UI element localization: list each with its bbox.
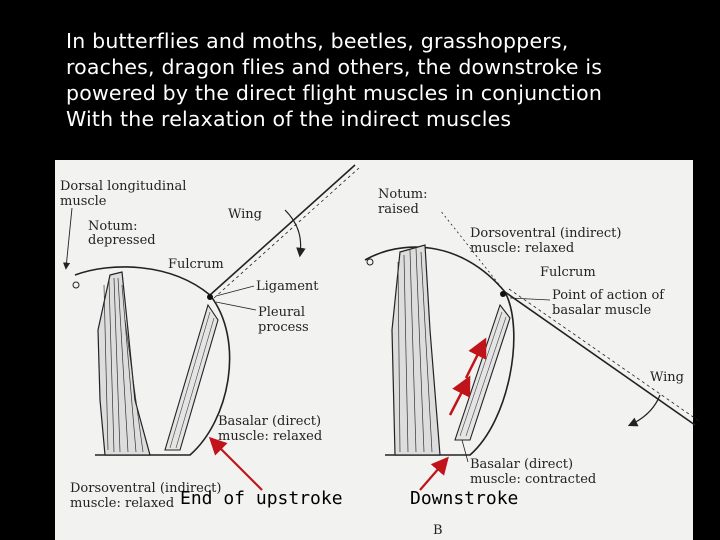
caption-line-4: With the relaxation of the indirect musc… (66, 107, 512, 131)
label-dorsal-longitudinal: Dorsal longitudinal (60, 179, 186, 194)
left-basalar-muscle (164, 303, 219, 451)
caption-line-3: powered by the direct flight muscles in … (66, 81, 603, 105)
label-wing-left: Wing (228, 207, 262, 222)
label-basalar-relaxed-2: muscle: relaxed (218, 429, 322, 444)
label-point-of-action: Point of action of (552, 288, 665, 303)
annotation-downstroke: Downstroke (410, 488, 518, 509)
right-muscle-fibers (397, 247, 433, 453)
caption: In butterflies and moths, beetles, grass… (66, 28, 706, 132)
left-fulcrum-point (207, 294, 213, 300)
left-muscle-fibers (103, 277, 144, 453)
label-point-of-action-2: basalar muscle (552, 303, 652, 318)
caption-line-2: roaches, dragon flies and others, the do… (66, 55, 603, 79)
right-wing (504, 291, 696, 426)
label-notum-raised-2: raised (378, 202, 419, 217)
label-basalar-contracted-2: muscle: contracted (470, 472, 596, 487)
left-diagram: Dorsal longitudinal muscle Notum: depres… (60, 164, 360, 511)
right-basalar-muscle (454, 303, 511, 441)
label-wing-right: Wing (650, 370, 684, 385)
right-fulcrum-point (500, 291, 506, 297)
label-basalar-contracted: Basalar (direct) (470, 457, 573, 472)
annotation-end-of-upstroke: End of upstroke (180, 488, 343, 509)
label-fulcrum-right: Fulcrum (540, 265, 596, 280)
caption-line-1: In butterflies and moths, beetles, grass… (66, 29, 569, 53)
right-basalar-fibers (459, 311, 507, 437)
red-arrow-contraction-2 (464, 337, 487, 379)
label-dorsoventral-relaxed: Dorsoventral (indirect) (70, 481, 221, 496)
red-arrow-end-of-upstroke (208, 436, 263, 491)
red-arrow-contraction-1 (448, 375, 471, 416)
left-notum-curve (74, 266, 211, 296)
label-notum-raised: Notum: (378, 187, 428, 202)
right-diagram: Notum: raised Dorsoventral (indirect) mu… (364, 187, 700, 538)
label-pleural-process: Pleural (258, 305, 305, 320)
red-arrow-downstroke (419, 456, 449, 491)
label-fulcrum-left: Fulcrum (168, 257, 224, 272)
label-dorsoventral-relaxed-2: muscle: relaxed (70, 496, 174, 511)
label-ligament: Ligament (256, 279, 319, 294)
label-notum-depressed-2: depressed (88, 233, 156, 248)
label-notum-depressed: Notum: (88, 219, 138, 234)
label-dorsoventral-right-2: muscle: relaxed (470, 241, 574, 256)
right-dorsoventral-muscle (391, 244, 441, 456)
right-body-outline (385, 291, 515, 456)
left-body-outline (95, 294, 231, 456)
label-dorsoventral-right: Dorsoventral (indirect) (470, 226, 621, 241)
label-dorsal-longitudinal-2: muscle (60, 194, 107, 209)
label-basalar-relaxed: Basalar (direct) (218, 414, 321, 429)
left-basalar-fibers (169, 311, 215, 449)
right-notum-curve (364, 246, 506, 293)
figure-letter: B (433, 523, 443, 538)
label-pleural-process-2: process (258, 320, 309, 335)
left-wing (209, 164, 356, 296)
